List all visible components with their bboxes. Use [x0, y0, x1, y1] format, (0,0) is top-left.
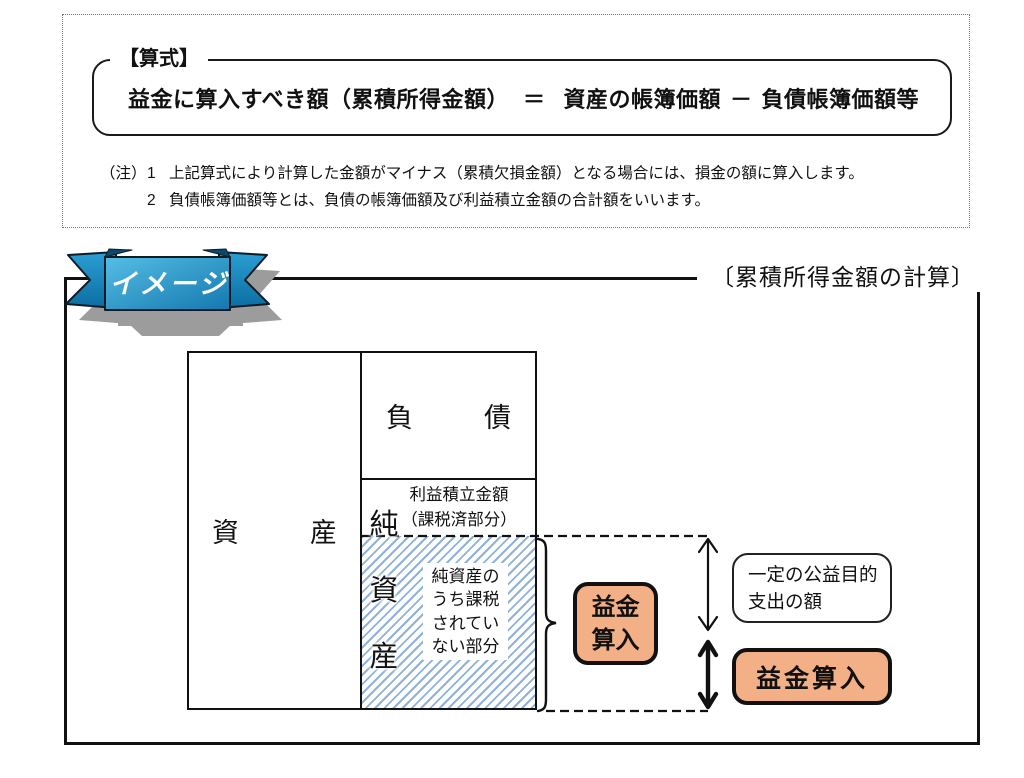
minus-sign: －: [730, 86, 753, 112]
note-line-1: （注） 1 上記算式により計算した金額がマイナス（累積欠損金額）となる場合には、…: [100, 160, 940, 187]
ribbon-shapes: [65, 248, 270, 311]
formula-term-liabilities: 負債帳簿価額等: [761, 86, 920, 112]
diagram-title: 〔累積所得金額の計算〕: [697, 262, 989, 292]
formula-lhs: 益金に算入すべき額（累積所得金額）: [128, 86, 509, 112]
untaxed-line-1: 純資産の: [431, 566, 500, 586]
untaxed-line-4: ない部分: [431, 637, 500, 656]
note-line-2: 2 負債帳簿価額等とは、負債の帳簿価額及び利益積立金額の合計額をいいます。: [100, 187, 940, 214]
retained-earnings-label: 利益積立金額 （課税済部分）: [384, 483, 534, 533]
formula-box: 益金に算入すべき額（累積所得金額） ＝ 資産の帳簿価額 － 負債帳簿価額等: [92, 59, 952, 136]
net-assets-vertical-char-2: 資: [369, 575, 399, 607]
note-text-2: 負債帳簿価額等とは、負債の帳簿価額及び利益積立金額の合計額をいいます。: [169, 192, 710, 209]
balance-sheet-assets-cell: 資 産: [187, 351, 362, 710]
formula-section-label: 【算式】: [110, 45, 208, 73]
untaxed-line-2: うち課税: [431, 590, 500, 609]
public-benefit-line1: 一定の公益目的: [748, 564, 878, 585]
ribbon-fold-left: [104, 248, 133, 258]
gain-left-line1: 益金: [591, 593, 640, 621]
assets-label: 資 産: [212, 518, 359, 548]
formula-term-assets: 資産の帳簿価額: [563, 86, 721, 112]
balance-sheet-liabilities-cell: 負 債: [362, 351, 537, 480]
untaxed-portion-label-box: 純資産の うち課税 されてい ない部分: [423, 563, 508, 660]
retained-earnings-line2: （課税済部分）: [401, 511, 517, 529]
note-number-1: 1: [147, 165, 156, 182]
liabilities-label: 負 債: [386, 403, 533, 433]
note-text-1: 上記算式により計算した金額がマイナス（累積欠損金額）となる場合には、損金の額に算…: [169, 165, 864, 182]
equals-sign: ＝: [522, 86, 546, 112]
gain-inclusion-box-right: 益金算入: [732, 648, 892, 705]
net-assets-vertical-char-1: 純: [369, 509, 399, 541]
ribbon-label: イメージ: [109, 269, 229, 299]
balance-sheet-retained-earnings-cell: [362, 480, 537, 536]
untaxed-line-3: されてい: [431, 613, 500, 633]
ribbon-fold-right: [202, 248, 231, 258]
gain-left-line2: 算入: [591, 626, 640, 654]
retained-earnings-line1: 利益積立金額: [409, 486, 509, 504]
public-benefit-line2: 支出の額: [748, 591, 823, 612]
ribbon-banner: イメージ: [65, 248, 282, 336]
notes-block: （注） 1 上記算式により計算した金額がマイナス（累積欠損金額）となる場合には、…: [100, 160, 940, 214]
formula-expression: 益金に算入すべき額（累積所得金額） ＝ 資産の帳簿価額 － 負債帳簿価額等: [128, 82, 919, 114]
public-benefit-expenditure-box: 一定の公益目的 支出の額: [732, 553, 892, 623]
net-assets-vertical-char-3: 産: [369, 641, 399, 673]
note-prefix: （注）: [100, 165, 147, 182]
ribbon-plate: [104, 256, 231, 311]
gain-inclusion-box-left: 益金 算入: [573, 582, 658, 665]
note-number-2: 2: [147, 192, 156, 209]
